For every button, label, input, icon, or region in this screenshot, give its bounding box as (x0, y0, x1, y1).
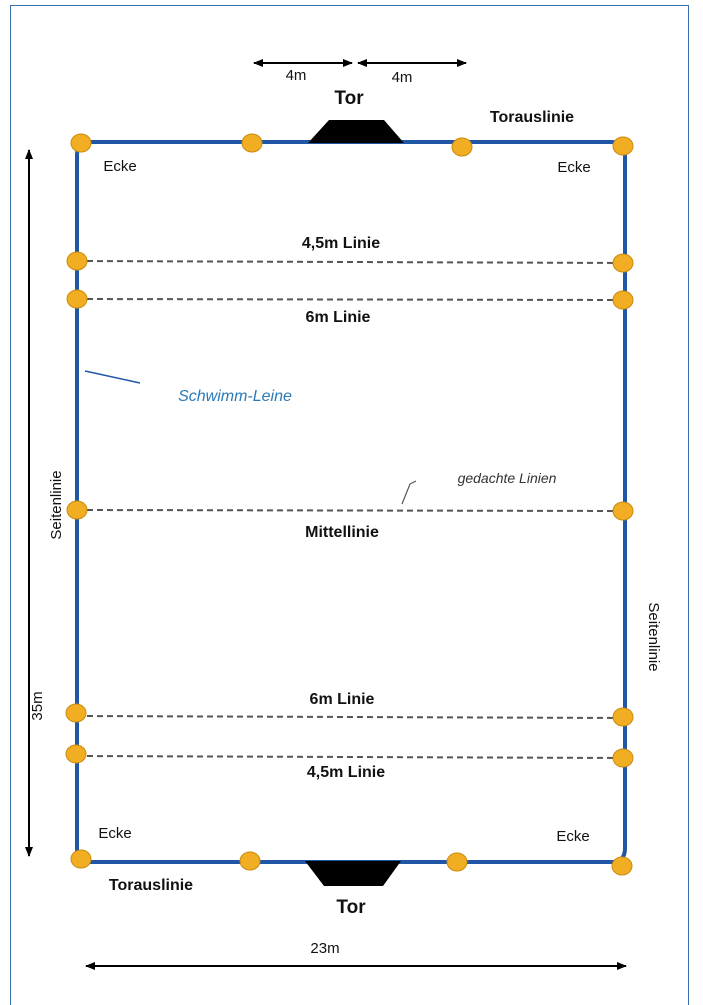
buoy (612, 707, 634, 727)
goal-top-label: Tor (334, 88, 364, 109)
buoy (66, 251, 88, 271)
line-6m-bottom (76, 715, 626, 719)
line-6m-bottom-label: 6m Linie (310, 691, 375, 708)
buoy (612, 290, 634, 310)
line-6m-top (76, 298, 626, 301)
line-4-5m-bottom (76, 755, 626, 759)
dim-4m-right-label: 4m (392, 69, 413, 86)
corner-bottom-right-label: Ecke (556, 828, 589, 845)
sideline-left-label: Seitenlinie (48, 470, 65, 539)
imagined-lines-pointer (401, 480, 417, 505)
goal-top-shape (308, 120, 404, 143)
buoy (70, 849, 92, 869)
corner-top-left-label: Ecke (103, 158, 136, 175)
swim-rope-label: Schwimm-Leine (178, 388, 292, 405)
line-6m-top-label: 6m Linie (306, 309, 371, 326)
buoy (241, 133, 263, 153)
goal-line-bottom-label: Torauslinie (109, 877, 193, 894)
goal-bottom-label: Tor (336, 897, 366, 918)
buoy (66, 289, 88, 309)
line-4-5m-top-label: 4,5m Linie (302, 235, 380, 252)
dim-4m-left-label: 4m (286, 67, 307, 84)
buoy (612, 748, 634, 768)
line-4-5m-top (76, 260, 626, 264)
diagram-frame (10, 5, 689, 1005)
line-4-5m-bottom-label: 4,5m Linie (307, 764, 385, 781)
buoys (65, 133, 634, 876)
buoy (612, 501, 634, 521)
buoy (451, 137, 473, 157)
goal-line-top-label: Torauslinie (490, 109, 574, 126)
buoy (612, 136, 634, 156)
center-line-label: Mittellinie (305, 524, 379, 541)
buoy (446, 852, 468, 872)
dim-width-label: 23m (310, 940, 339, 957)
swim-rope-pointer (84, 370, 141, 384)
center-line (76, 509, 626, 512)
buoy (65, 744, 87, 764)
buoy (70, 133, 92, 153)
buoy (65, 703, 87, 723)
corner-bottom-left-label: Ecke (98, 825, 131, 842)
buoy (239, 851, 261, 871)
dim-length-label: 35m (29, 691, 46, 720)
goal-bottom-shape (305, 861, 401, 886)
buoy (66, 500, 88, 520)
buoy (611, 856, 633, 876)
buoy (612, 253, 634, 273)
corner-top-right-label: Ecke (557, 159, 590, 176)
sideline-right-label: Seitenlinie (645, 602, 662, 671)
imagined-lines-label: gedachte Linien (458, 470, 557, 486)
